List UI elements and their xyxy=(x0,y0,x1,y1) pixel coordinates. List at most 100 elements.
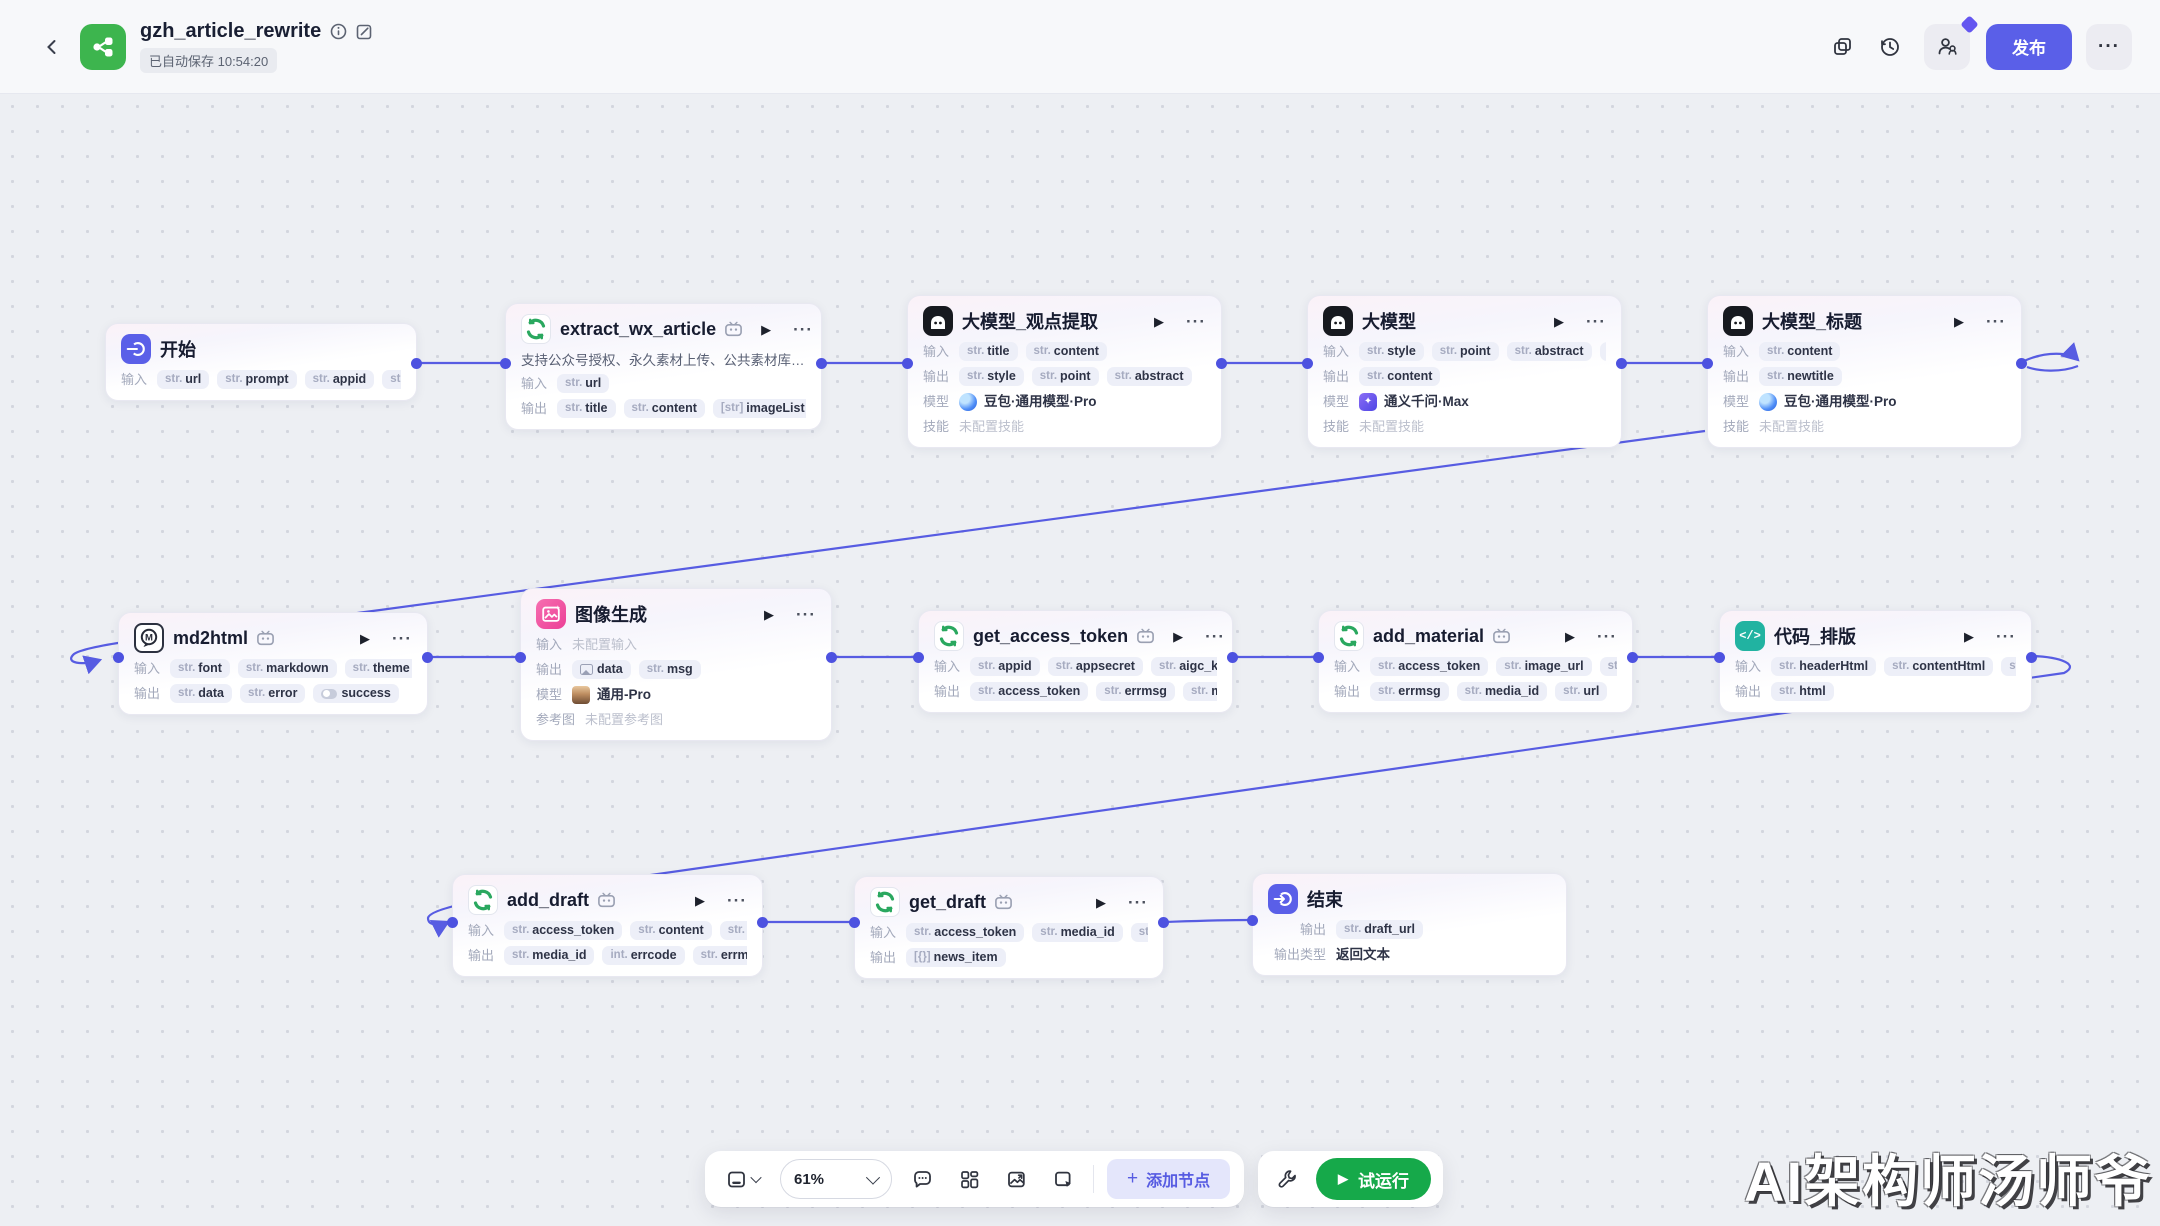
param-tag: str.errmsg xyxy=(692,946,747,965)
back-button[interactable] xyxy=(34,29,70,65)
param-tag: str.media_id xyxy=(1032,923,1123,942)
model-name: 豆包·通用模型·Pro xyxy=(1784,394,1897,409)
node-more-button[interactable]: ··· xyxy=(1597,626,1617,646)
run-node-button[interactable]: ▶ xyxy=(1154,313,1165,329)
canvas-toolbar: 61% + 添加节点 xyxy=(705,1151,1245,1207)
history-button[interactable] xyxy=(1870,27,1910,67)
run-node-button[interactable]: ▶ xyxy=(1954,313,1965,329)
output-port[interactable] xyxy=(1627,652,1638,663)
row-label: 输入 xyxy=(134,661,161,676)
panel-toggle-button[interactable] xyxy=(719,1162,767,1196)
row-label: 输出 xyxy=(1723,369,1750,384)
header-more-button[interactable]: ··· xyxy=(2086,23,2132,70)
add-node-button[interactable]: + 添加节点 xyxy=(1107,1159,1231,1199)
node-more-button[interactable]: ··· xyxy=(1186,311,1206,331)
input-port[interactable] xyxy=(500,358,511,369)
collaborators-button[interactable] xyxy=(1924,14,1979,70)
edit-icon[interactable] xyxy=(356,23,373,40)
node-more-button[interactable]: ··· xyxy=(1205,626,1226,646)
output-port[interactable] xyxy=(1227,652,1238,663)
page-title: gzh_article_rewrite xyxy=(140,20,322,42)
canvas[interactable]: 开始输入str.urlstr.promptstr.appidstr.appsec… xyxy=(0,94,2160,1226)
input-port[interactable] xyxy=(1714,652,1725,663)
row-label: 输出 xyxy=(1323,369,1350,384)
toolbar-divider xyxy=(1093,1165,1094,1193)
run-node-button[interactable]: ▶ xyxy=(1964,628,1975,644)
row-placeholder: 未配置参考图 xyxy=(585,712,664,727)
input-port[interactable] xyxy=(113,652,124,663)
node-more-button[interactable]: ··· xyxy=(1586,311,1606,331)
frame-select-button[interactable] xyxy=(1046,1162,1080,1196)
premium-diamond-badge xyxy=(1960,14,1979,34)
node-title: 大模型_观点提取 xyxy=(962,312,1099,332)
node-more-button[interactable]: ··· xyxy=(1128,892,1148,912)
export-image-button[interactable] xyxy=(999,1162,1033,1196)
start-icon xyxy=(126,341,145,357)
output-port[interactable] xyxy=(826,652,837,663)
input-port[interactable] xyxy=(913,652,924,663)
input-port[interactable] xyxy=(1247,915,1258,926)
input-port[interactable] xyxy=(1302,358,1313,369)
node-title: get_draft xyxy=(909,891,987,912)
node-more-button[interactable]: ··· xyxy=(392,628,412,648)
output-port[interactable] xyxy=(1616,358,1627,369)
test-run-button[interactable]: ▶ 试运行 xyxy=(1316,1158,1431,1200)
node-more-button[interactable]: ··· xyxy=(793,319,814,339)
param-tag: str.thumb_m xyxy=(719,921,747,940)
input-port[interactable] xyxy=(447,917,458,928)
node-more-button[interactable]: ··· xyxy=(1986,311,2006,331)
param-tag: [{}]news_item xyxy=(906,948,1006,967)
input-port[interactable] xyxy=(849,917,860,928)
input-port[interactable] xyxy=(1702,358,1713,369)
node-more-button[interactable]: ··· xyxy=(796,604,816,624)
run-node-button[interactable]: ▶ xyxy=(360,630,371,646)
output-port[interactable] xyxy=(816,358,827,369)
node-llm[interactable]: 大模型▶···输入str.stylestr.pointstr.abstracts… xyxy=(1307,295,1622,448)
output-port[interactable] xyxy=(2016,358,2027,369)
run-node-button[interactable]: ▶ xyxy=(695,892,706,908)
run-node-button[interactable]: ▶ xyxy=(1173,628,1184,644)
zoom-select[interactable]: 61% xyxy=(780,1159,892,1199)
duplicate-button[interactable] xyxy=(1822,27,1862,67)
run-node-button[interactable]: ▶ xyxy=(761,321,772,337)
node-more-button[interactable]: ··· xyxy=(727,890,747,910)
output-port[interactable] xyxy=(422,652,433,663)
node-extract_wx_article[interactable]: extract_wx_article▶···支持公众号授权、永久素材上传、公共素… xyxy=(505,303,822,430)
layout-grid-button[interactable] xyxy=(952,1162,986,1196)
publish-button[interactable]: 发布 xyxy=(1986,23,2072,70)
output-port[interactable] xyxy=(1158,917,1169,928)
node-more-button[interactable]: ··· xyxy=(1996,626,2016,646)
run-node-button[interactable]: ▶ xyxy=(1554,313,1565,329)
row-label: 技能 xyxy=(923,419,950,434)
output-port[interactable] xyxy=(757,917,768,928)
input-port[interactable] xyxy=(902,358,913,369)
param-tag: str.appsecret xyxy=(1047,657,1143,676)
run-node-button[interactable]: ▶ xyxy=(1565,628,1576,644)
input-port[interactable] xyxy=(515,652,526,663)
output-port[interactable] xyxy=(1216,358,1227,369)
output-port[interactable] xyxy=(2026,652,2037,663)
debug-tools-button[interactable] xyxy=(1270,1162,1304,1196)
input-port[interactable] xyxy=(1313,652,1324,663)
plugin-recycle-icon xyxy=(939,625,959,647)
node-start[interactable]: 开始输入str.urlstr.promptstr.appidstr.appsec… xyxy=(105,323,417,401)
workflow-app-icon xyxy=(80,23,126,70)
img-node-icon xyxy=(536,599,566,629)
info-icon[interactable] xyxy=(330,23,347,40)
run-node-button[interactable]: ▶ xyxy=(764,606,775,622)
collaborators-icon xyxy=(1938,38,1957,55)
run-node-button[interactable]: ▶ xyxy=(1096,894,1107,910)
plugin-badge-icon xyxy=(256,630,275,646)
comment-button[interactable] xyxy=(905,1162,939,1196)
output-port[interactable] xyxy=(411,358,422,369)
